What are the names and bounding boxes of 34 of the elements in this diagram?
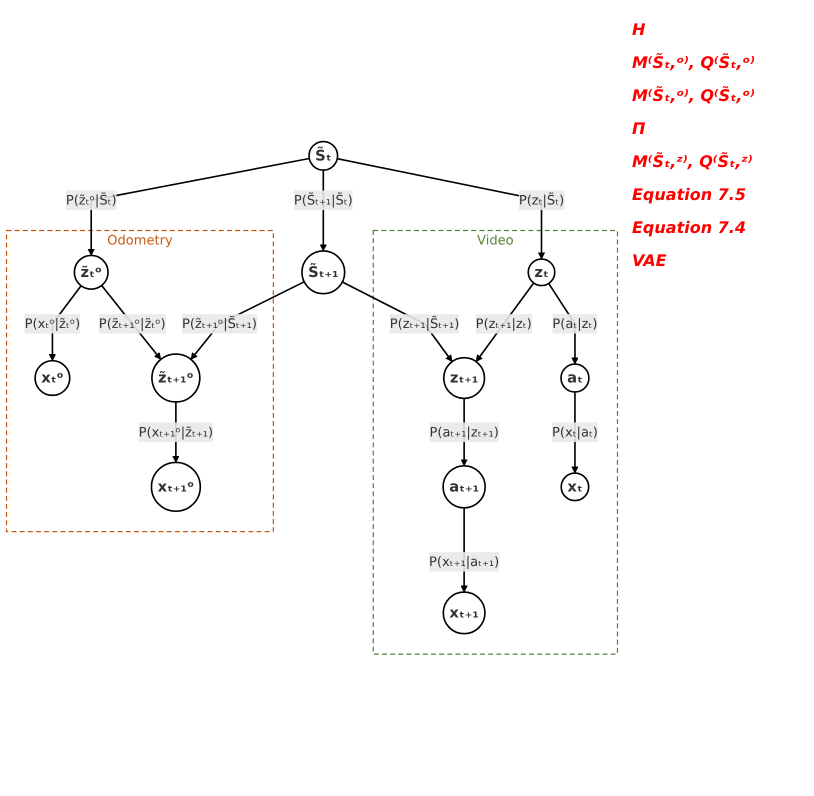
edge-label: P(z̃ₜᵒ|S̃ₜ) (66, 192, 117, 208)
parameter-label: Equation 7.5 (632, 185, 747, 204)
edge-label: P(zₜ₊₁|zₜ) (476, 316, 532, 332)
parameter-label: M⁽S̃ₜ,ᶻ⁾, Q⁽S̃ₜ,ᶻ⁾ (632, 152, 754, 171)
parameter-label: M⁽S̃ₜ,ᵒ⁾, Q⁽S̃ₜ,ᵒ⁾ (632, 86, 756, 105)
node-circle: zₜ (527, 258, 556, 287)
edge-label: P(aₜ|zₜ) (552, 316, 598, 332)
node-circle: xₜ (560, 472, 590, 502)
edge-label: P(zₜ₊₁|S̃ₜ₊₁) (390, 316, 460, 332)
parameter-label: VAE (632, 251, 668, 270)
arrow (476, 282, 534, 362)
node-circle: aₜ₊₁ (442, 465, 486, 509)
node-circle: xₜ₊₁ᵒ (150, 462, 202, 512)
edge-label: P(S̃ₜ₊₁|S̃ₜ) (294, 192, 353, 208)
node-circle: xₜᵒ (34, 360, 71, 396)
parameter-label: Equation 7.4 (632, 218, 747, 237)
parameter-label: Π (632, 119, 646, 138)
parameter-label: H (632, 20, 646, 39)
edge-label: P(zₜ|S̃ₜ) (518, 192, 564, 208)
node-circle: S̃ₜ (308, 140, 338, 172)
node-circle: aₜ (560, 363, 590, 393)
edge-label: P(xₜ₊₁|aₜ₊₁) (429, 554, 500, 570)
parameter-label: M⁽S̃ₜ,ᵒ⁾, Q⁽S̃ₜ,ᵒ⁾ (632, 53, 756, 72)
node-circle: z̃ₜᵒ (74, 254, 109, 290)
edge-label: P(aₜ₊₁|zₜ₊₁) (429, 424, 499, 440)
node-circle: z̃ₜ₊₁ᵒ (151, 353, 201, 403)
node-circle: xₜ₊₁ (442, 591, 486, 635)
node-circle: S̃ₜ₊₁ (301, 250, 346, 295)
edge-label: P(z̃ₜ₊₁ᵒ|z̃ₜᵒ) (98, 316, 166, 332)
edge-label: P(xₜ|aₜ) (552, 424, 598, 440)
edge-label: P(xₜ₊₁ᵒ|z̃ₜ₊₁) (138, 424, 214, 440)
edge-label: P(xₜᵒ|z̃ₜᵒ) (24, 316, 80, 332)
node-circle: zₜ₊₁ (442, 357, 486, 400)
edge-label: P(z̃ₜ₊₁ᵒ|S̃ₜ₊₁) (182, 316, 258, 332)
